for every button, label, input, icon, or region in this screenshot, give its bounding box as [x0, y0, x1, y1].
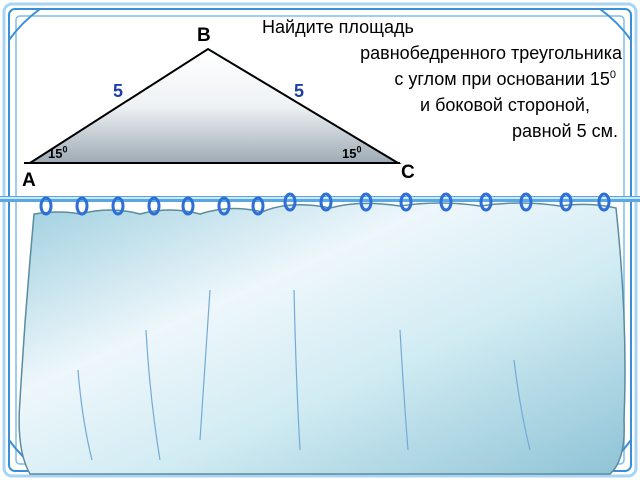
- problem-line-4: и боковой стороной,: [420, 95, 590, 115]
- side-ab-label: 5: [113, 81, 124, 101]
- side-bc-label: 5: [294, 81, 305, 101]
- problem-line-3: с углом при основании 150: [394, 69, 616, 89]
- problem-statement: Найдите площадь равнобедренного треуголь…: [250, 14, 622, 144]
- problem-line-1: Найдите площадь: [262, 17, 414, 37]
- angle-a-label: 150: [48, 144, 68, 161]
- vertex-label-b: В: [197, 25, 211, 46]
- problem-line-2: равнобедренного треугольника: [360, 43, 622, 63]
- angle-c-label: 150: [342, 144, 362, 161]
- vertex-label-c: С: [401, 162, 415, 183]
- vertex-label-a: А: [22, 170, 36, 191]
- problem-line-5: равной 5 см.: [512, 121, 618, 141]
